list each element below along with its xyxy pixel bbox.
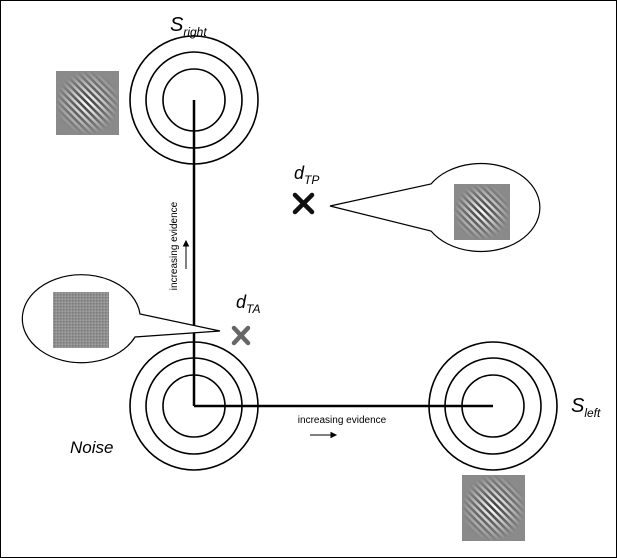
- callout-bubble-ta: [21, 274, 221, 364]
- s-right-label: Sright: [170, 14, 207, 39]
- grating-patch-icon: [454, 184, 510, 240]
- noise-rings: [129, 341, 259, 471]
- horizontal-evidence-label: increasing evidence: [298, 415, 387, 426]
- callout-bubble-tp: [329, 162, 541, 253]
- vertical-arrow-icon: [182, 239, 190, 269]
- s-left-rings: [428, 341, 558, 471]
- d-tp-label: dTP: [294, 163, 319, 187]
- d-ta-label: dTA: [236, 292, 260, 316]
- noise-patch-icon: [53, 292, 109, 348]
- cross-icon: [231, 325, 251, 346]
- cross-icon: [292, 192, 315, 215]
- grating-patch-icon: [56, 71, 119, 135]
- grating-patch-icon: [462, 475, 525, 541]
- noise-label: Noise: [70, 438, 113, 457]
- s-right-rings: [129, 35, 259, 165]
- horizontal-arrow-icon: [310, 431, 338, 439]
- vertical-evidence-label: increasing evidence: [169, 201, 180, 290]
- s-left-label: Sleft: [571, 395, 601, 420]
